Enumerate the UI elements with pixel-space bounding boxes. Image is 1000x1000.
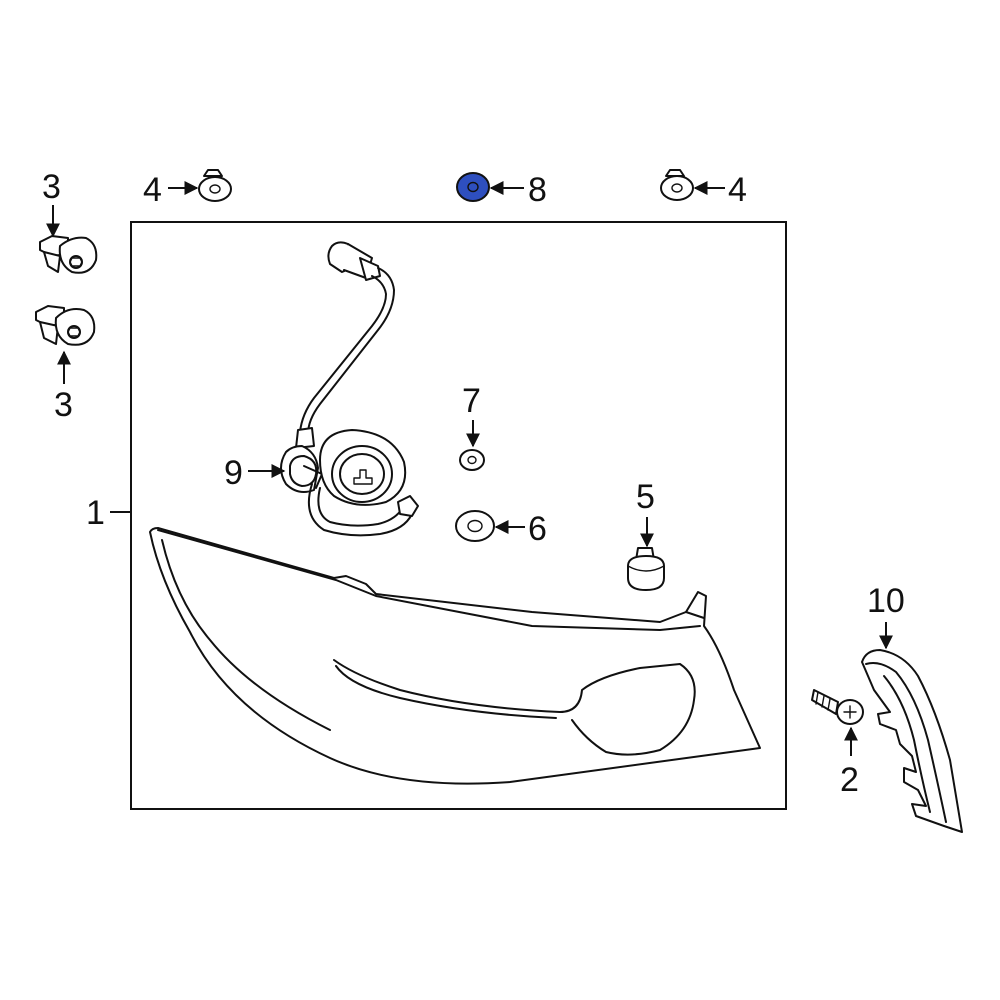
callout-2: 2 (840, 761, 859, 799)
screw (811, 689, 864, 725)
callout-8: 8 (528, 171, 547, 209)
callout-4-right: 4 (728, 171, 747, 209)
washer-small (459, 449, 485, 471)
trim-bracket (861, 649, 963, 833)
callout-1: 1 (86, 494, 105, 532)
assembly-frame (130, 221, 787, 810)
callout-7: 7 (462, 382, 481, 420)
push-pin-bottom (35, 305, 96, 346)
washer-large (455, 510, 495, 542)
callout-9: 9 (224, 454, 243, 492)
callout-4-left: 4 (143, 171, 162, 209)
nut-left (198, 169, 232, 202)
socket-harness (280, 241, 419, 537)
callout-3-top: 3 (42, 168, 61, 206)
callout-5: 5 (636, 478, 655, 516)
callout-10: 10 (867, 582, 905, 620)
callout-6: 6 (528, 510, 547, 548)
nut-right (660, 169, 694, 201)
push-pin-top (39, 235, 98, 274)
callout-3-bottom: 3 (54, 386, 73, 424)
grommet-highlighted (456, 172, 490, 202)
tail-lamp-housing (149, 527, 761, 785)
bumper-plug (627, 547, 665, 591)
